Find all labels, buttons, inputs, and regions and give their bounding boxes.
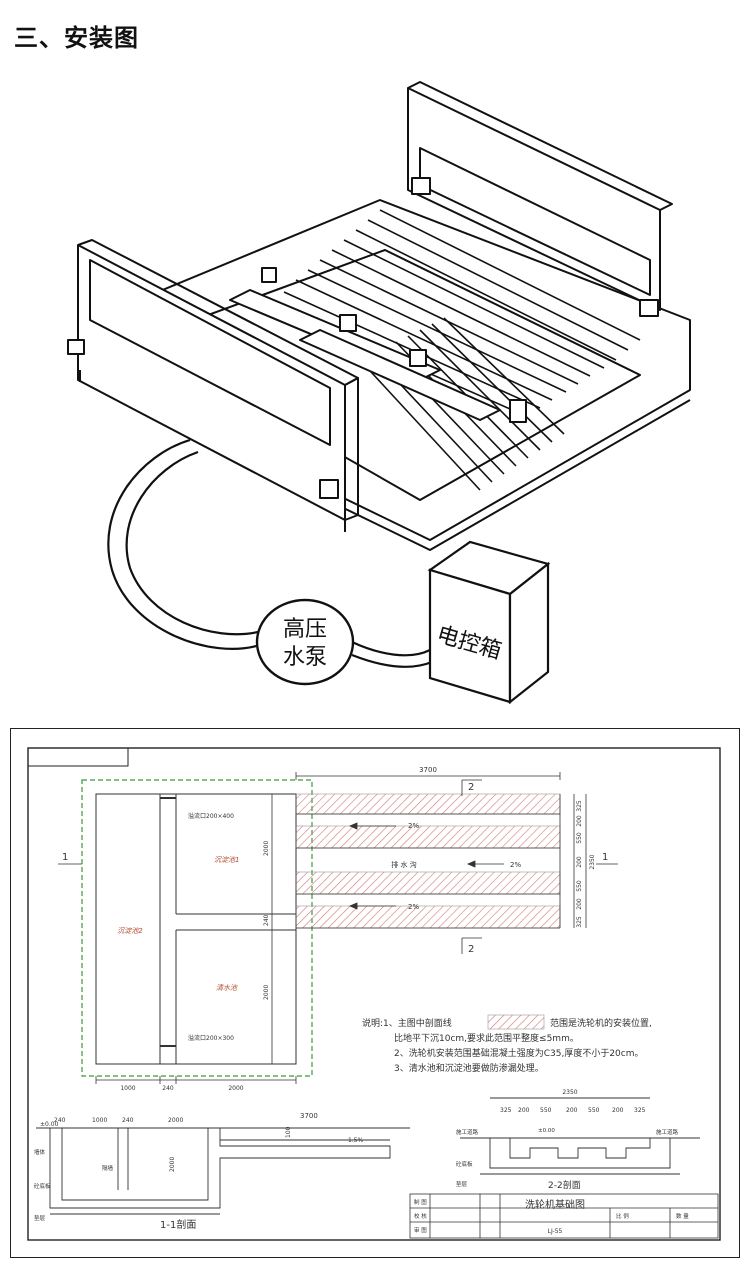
s11-cushion: 砼底板: [34, 1182, 51, 1190]
s11-d2: 240: [122, 1117, 134, 1124]
note-line1a: 说明:1、主图中剖面线: [362, 1017, 452, 1029]
s11-base: 垫层: [34, 1214, 46, 1222]
s22-base: 垫层: [456, 1180, 468, 1188]
section-1-1: [36, 1127, 410, 1215]
tb-check: 校 核: [414, 1212, 427, 1220]
overflow-bottom: 溢流口200×300: [188, 1034, 234, 1042]
dim-240-mid: 240: [263, 914, 270, 926]
s22-d1: 200: [518, 1107, 530, 1114]
tank-sediment-1: 沉淀池1: [214, 856, 239, 864]
tank-sediment-2: 沉淀池2: [117, 927, 143, 935]
s22-cushion: 砼底板: [456, 1160, 473, 1168]
page-title: 三、安装图: [14, 24, 139, 52]
plan-dim-3700: 3700: [419, 766, 437, 774]
section-2-top: 2: [468, 782, 474, 793]
pump-label-1: 高压: [283, 617, 327, 642]
section-1-left: 1: [62, 852, 68, 863]
right-guard-panel: [407, 87, 661, 311]
slope-mid: 2%: [510, 861, 521, 869]
tb-name: 洗轮机基础图: [525, 1198, 585, 1211]
tb-draw: 制 图: [414, 1198, 427, 1206]
s11-partition: 隔墙: [102, 1164, 114, 1172]
s22-d0: 325: [500, 1107, 512, 1114]
control-box: 电控箱: [427, 540, 551, 705]
drain-channel: 排 水 沟: [391, 860, 416, 869]
installation-sketch: 高压 水泵 电控箱: [67, 81, 691, 705]
note-line4: 3、清水池和沉淀池要做防渗漏处理。: [394, 1062, 544, 1074]
tank-clear: 清水池: [216, 984, 238, 992]
s22-d5: 200: [612, 1107, 624, 1114]
right-dims: 325 200 550 200 550 200 325 2350: [576, 800, 596, 928]
section-1-right: 1: [602, 852, 608, 863]
rdim-5: 200: [576, 898, 583, 910]
s11-slope: 1.5%: [348, 1137, 364, 1144]
tb-code: LJ-55: [548, 1228, 563, 1235]
rdim-0: 325: [576, 800, 583, 812]
s11-d1: 1000: [92, 1117, 107, 1124]
s22-total: 2350: [562, 1089, 577, 1096]
rdim-2: 550: [576, 832, 583, 844]
s22-elev: ±0.00: [538, 1128, 555, 1134]
bdim-1: 240: [162, 1085, 174, 1092]
pump-label-2: 水泵: [283, 645, 327, 670]
bdim-0: 1000: [120, 1085, 135, 1092]
s11-100: 100: [285, 1126, 292, 1138]
s11-2000: 2000: [169, 1157, 176, 1172]
rdim-4: 550: [576, 880, 583, 892]
water-hose: [107, 438, 433, 668]
hatched-strips: [295, 793, 561, 929]
dim-2000-a: 2000: [263, 841, 270, 856]
section-2-bottom: 2: [468, 944, 474, 955]
s22-road-r: 施工道路: [656, 1128, 679, 1136]
rdim-3: 200: [576, 856, 583, 868]
s11-elev: ±0.00: [40, 1121, 59, 1128]
tb-qty: 数 量: [676, 1212, 689, 1220]
s11-3700: 3700: [300, 1112, 318, 1120]
tb-scale: 比 例: [616, 1212, 629, 1220]
s11-label: 1-1剖面: [160, 1218, 196, 1231]
high-pressure-pump: 高压 水泵: [255, 598, 355, 686]
s22-d4: 550: [588, 1107, 600, 1114]
tb-review: 审 图: [414, 1226, 427, 1234]
note-line3: 2、洗轮机安装范围基础混凝土强度为C35,厚度不小于20cm。: [394, 1047, 644, 1059]
section-2-2: [460, 1097, 700, 1175]
rdim-1: 200: [576, 815, 583, 827]
s22-road: 施工道路: [456, 1128, 479, 1136]
dim-2000-b: 2000: [263, 985, 270, 1000]
overflow-top: 溢流口200×400: [188, 812, 234, 820]
rdim-6: 325: [576, 916, 583, 928]
s22-d3: 200: [566, 1107, 578, 1114]
s22-label: 2-2剖面: [548, 1179, 581, 1191]
s22-d2: 550: [540, 1107, 552, 1114]
s22-d6: 325: [634, 1107, 646, 1114]
rdim-total: 2350: [589, 854, 596, 869]
note-line2: 比地平下沉10cm,要求此范围平整度≤5mm。: [394, 1032, 579, 1044]
title-block: [409, 1193, 719, 1239]
slope-bottom: 2%: [408, 903, 419, 911]
s11-wall: 墙体: [34, 1148, 46, 1156]
notes: 说明:1、主图中剖面线 范围是洗轮机的安装位置, 比地平下沉10cm,要求此范围…: [362, 1014, 652, 1074]
bdim-2: 2000: [228, 1085, 243, 1092]
foundation-drawing: 3700 2 2 1 1 溢流口200×400 溢流口200×300 沉淀池1 …: [10, 728, 740, 1258]
s11-d3: 2000: [168, 1117, 183, 1124]
note-line1b: 范围是洗轮机的安装位置,: [550, 1017, 652, 1029]
s11-d0: 240: [54, 1117, 66, 1124]
slope-top: 2%: [408, 822, 419, 830]
